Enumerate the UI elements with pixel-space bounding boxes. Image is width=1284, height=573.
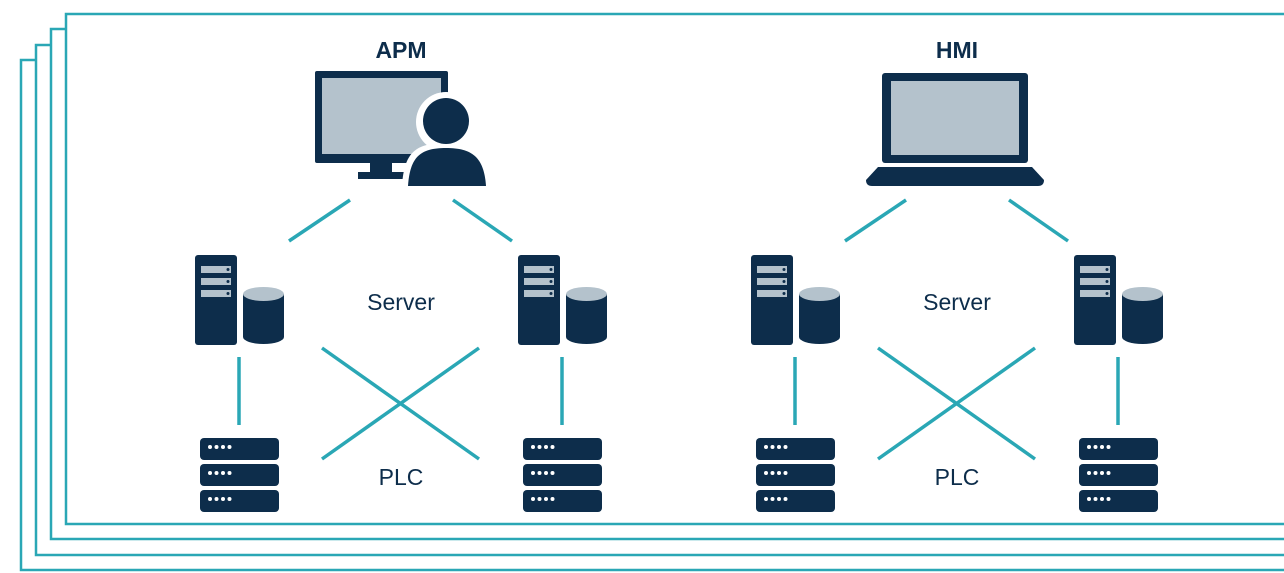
hmi-server-label: Server: [923, 289, 991, 315]
apm-plc-label: PLC: [379, 464, 424, 490]
plc-icon-apm-left: [200, 438, 279, 512]
link-hmi-server-right: [1008, 198, 1069, 243]
link-hmi-server-left: [844, 198, 907, 243]
hmi-label: HMI: [936, 37, 978, 63]
link-apm-server-right: [452, 198, 513, 243]
link-apm-server-left: [288, 198, 351, 243]
apm-label: APM: [375, 37, 426, 63]
plc-icon-hmi-right: [1079, 438, 1158, 512]
plc-icon-hmi-left: [756, 438, 835, 512]
plc-icon-apm-right: [523, 438, 602, 512]
laptop-icon: [866, 73, 1044, 186]
desktop-user-icon: [315, 71, 490, 186]
group-hmi: HMI Server PLC: [751, 37, 1163, 512]
link-hmi-cross-b: [876, 346, 1037, 461]
link-apm-cross-b: [320, 346, 481, 461]
apm-server-label: Server: [367, 289, 435, 315]
group-apm: APM Server PLC: [195, 37, 607, 512]
hmi-plc-label: PLC: [935, 464, 980, 490]
